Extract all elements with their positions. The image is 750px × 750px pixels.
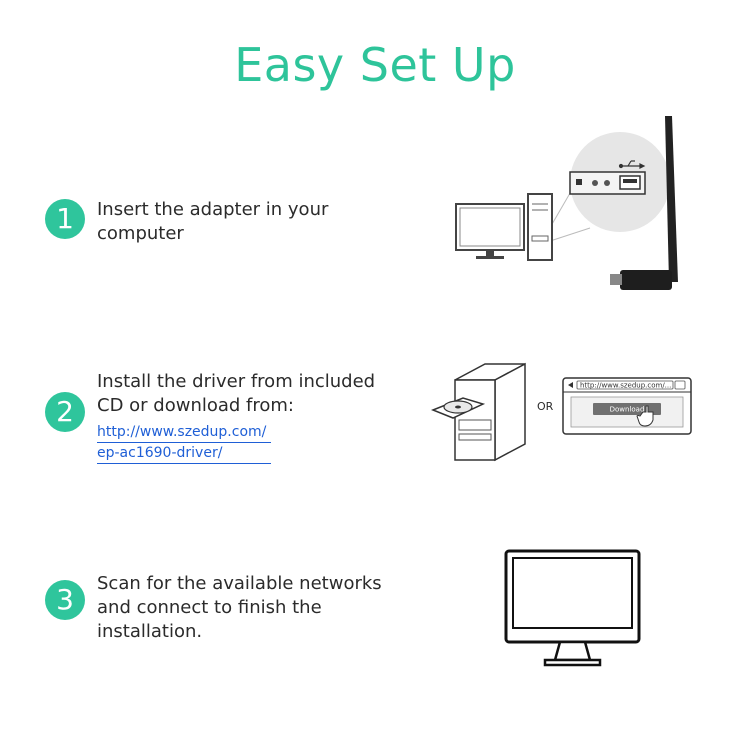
step-text-line: computer	[97, 223, 184, 244]
usb-symbol-icon	[618, 160, 646, 169]
usb-adapter-icon	[620, 270, 672, 290]
tower-detail	[458, 419, 492, 431]
driver-link-group[interactable]: http://www.szedup.com/ ep-ac1690-driver/	[97, 422, 375, 464]
step-text-line: Insert the adapter in your	[97, 199, 329, 220]
step-number-badge: 1	[45, 199, 85, 239]
back-arrow-icon	[568, 382, 573, 388]
step-number-badge: 2	[45, 392, 85, 432]
pc-tower-icon	[527, 193, 553, 261]
step-text-line: CD or download from:	[97, 395, 294, 416]
step-description: Install the driver from included CD or d…	[97, 370, 375, 464]
usb-port-icon	[623, 179, 637, 183]
driver-link-line-1[interactable]: http://www.szedup.com/	[97, 422, 271, 443]
driver-link-line-2[interactable]: ep-ac1690-driver/	[97, 443, 271, 464]
step-description: Insert the adapter in your computer	[97, 198, 328, 246]
monitor-screen	[459, 207, 521, 247]
tower-detail	[458, 433, 492, 441]
step-number-badge: 3	[45, 580, 85, 620]
monitor-stand	[486, 250, 494, 256]
browser-go-button	[674, 380, 686, 390]
tower-detail	[531, 235, 549, 242]
step-description: Scan for the available networks and conn…	[97, 572, 382, 644]
monitor-illustration	[504, 549, 641, 667]
cd-hole	[455, 405, 461, 409]
port-icon	[576, 179, 582, 185]
monitor-base	[543, 658, 602, 667]
usb-plug-icon	[610, 274, 622, 285]
step-text-line: and connect to finish the	[97, 597, 322, 618]
browser-address-bar	[576, 380, 674, 390]
hand-cursor-icon	[636, 405, 654, 427]
step-text-line: Install the driver from included	[97, 371, 376, 392]
monitor-screen	[512, 557, 633, 629]
monitor-stand	[553, 640, 592, 662]
or-label: OR	[537, 400, 554, 413]
adapter-insert-illustration	[455, 116, 678, 290]
monitor-base	[476, 256, 504, 259]
download-button-label: Download	[610, 406, 645, 414]
step-text-line: Scan for the available networks	[97, 573, 382, 594]
step-text-line: installation.	[97, 621, 203, 642]
port-icon	[592, 180, 598, 186]
port-icon	[604, 180, 610, 186]
driver-install-illustration: OR http://www.szedup.com/... Download	[430, 362, 692, 462]
antenna-icon	[665, 116, 678, 282]
page-title: Easy Set Up	[234, 38, 516, 92]
browser-url: http://www.szedup.com/...	[580, 382, 671, 390]
cd-tower-side	[494, 362, 526, 462]
